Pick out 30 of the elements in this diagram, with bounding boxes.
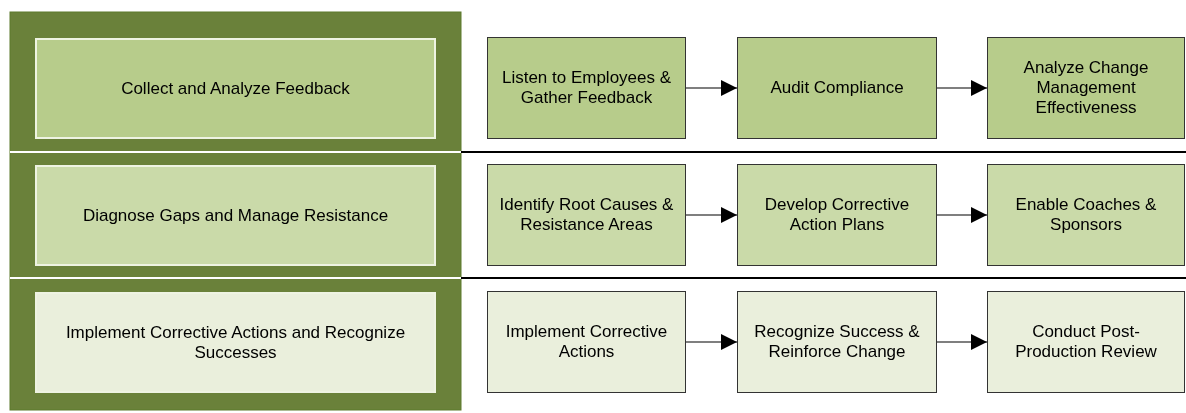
step-box xyxy=(487,37,686,139)
box-label: Diagnose Gaps and Manage Resistance xyxy=(81,205,390,226)
box-label: Identify Root Causes & Resistance Areas xyxy=(498,195,675,235)
step-box xyxy=(487,291,686,393)
arrow xyxy=(936,207,988,223)
box-label: Enable Coaches & Sponsors xyxy=(1014,195,1158,235)
box-label: Collect and Analyze Feedback xyxy=(120,78,351,99)
arrow xyxy=(685,80,738,96)
box-label: Conduct Post-Production Review xyxy=(1014,322,1158,362)
step-box xyxy=(987,291,1185,393)
box-label: Recognize Success & Reinforce Change xyxy=(753,322,921,362)
box-label: Develop Corrective Action Plans xyxy=(763,195,911,235)
step-box xyxy=(987,37,1185,139)
step-box xyxy=(737,291,937,393)
box-label: Listen to Employees & Gather Feedback xyxy=(500,68,673,108)
step-box xyxy=(987,164,1185,266)
phase-box xyxy=(35,165,436,266)
arrow xyxy=(685,207,738,223)
box-label: Analyze Change Management Effectiveness xyxy=(1022,58,1150,118)
step-box xyxy=(487,164,686,266)
box-label: Audit Compliance xyxy=(769,78,905,98)
phase-box xyxy=(35,38,436,139)
box-label: Implement Corrective Actions xyxy=(504,322,669,362)
box-label: Implement Corrective Actions and Recognize Successes xyxy=(64,322,407,363)
phase-box xyxy=(35,292,436,393)
arrow xyxy=(685,334,738,350)
step-box xyxy=(737,164,937,266)
step-box xyxy=(737,37,937,139)
arrow xyxy=(936,334,988,350)
arrow xyxy=(936,80,988,96)
